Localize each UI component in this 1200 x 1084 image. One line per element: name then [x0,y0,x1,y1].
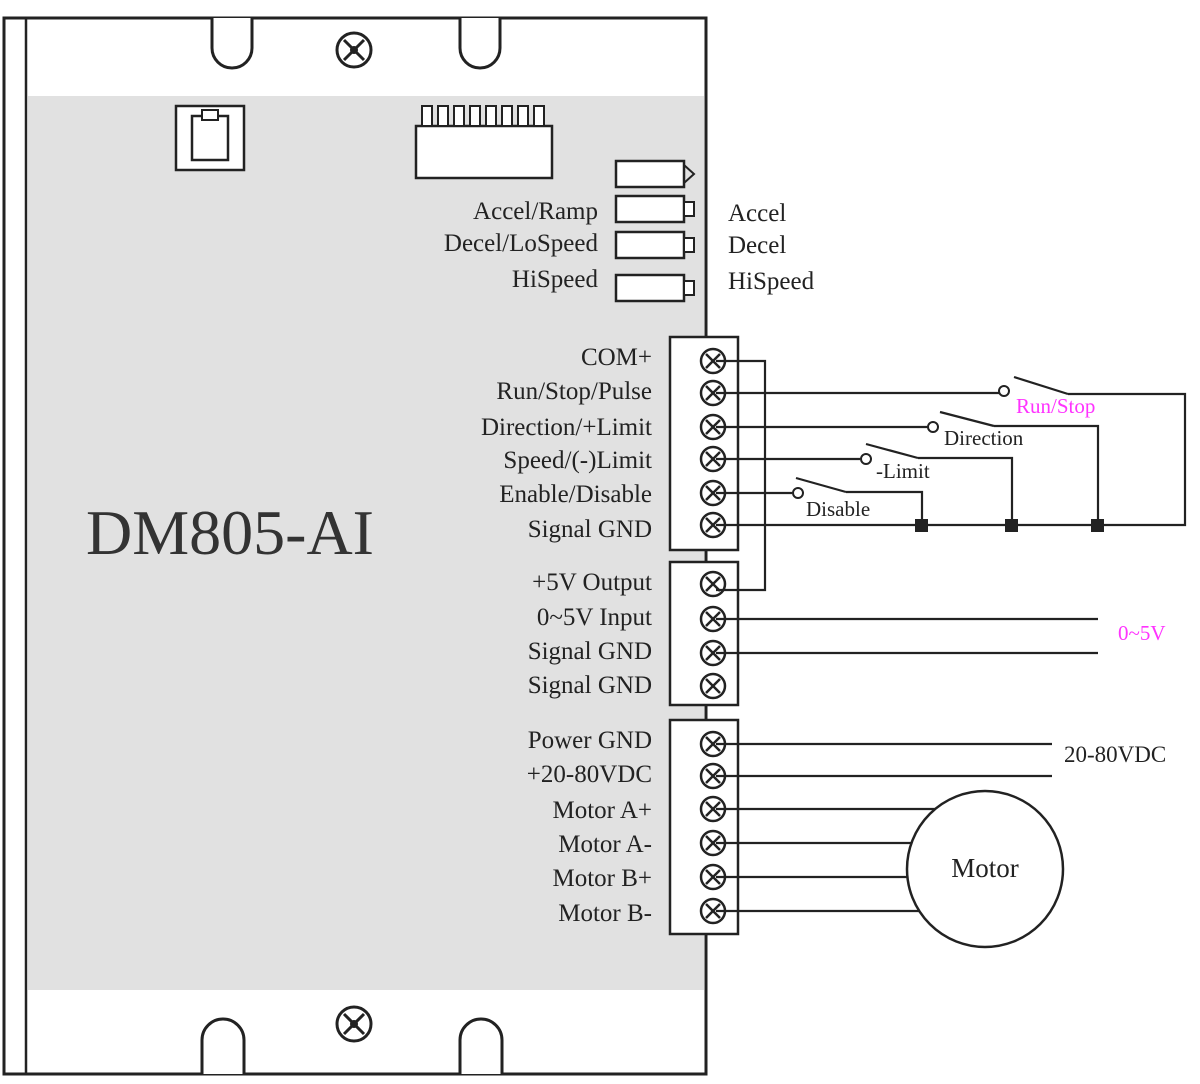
terminal-label: Signal GND [528,638,652,665]
mount-slot-bottom-left [200,1017,246,1074]
pot-label-left: Decel/LoSpeed [444,230,599,257]
terminal-screw-icon[interactable] [699,413,727,441]
pot-label-right: Decel [728,232,786,259]
terminal-screw-icon[interactable] [699,829,727,857]
potentiometer[interactable] [614,230,695,260]
terminal-label: Motor B- [558,900,652,927]
terminal-label: Speed/(-)Limit [503,447,652,474]
terminal-label: Run/Stop/Pulse [496,378,652,405]
driver-housing [2,16,708,1076]
dip-switch-pin [501,105,513,127]
potentiometer[interactable] [614,159,696,189]
dip-switch-pin [517,105,529,127]
mount-slot-bottom-right [458,1017,504,1074]
direction-switch-label: Direction [944,426,1024,450]
dip-switch-pin [533,105,545,127]
terminal-label: Motor A- [558,831,652,858]
run-stop-switch-label: Run/Stop [1016,394,1095,418]
dip-switch-pin [437,105,449,127]
dip-switch-pin [453,105,465,127]
motor-label: Motor [951,853,1019,883]
screw-icon [335,1005,373,1043]
pot-label-left: Accel/Ramp [473,198,598,225]
terminal-label: +5V Output [532,569,652,596]
external-wiring [716,359,1187,913]
terminal-screw-icon[interactable] [699,570,727,598]
supply-voltage-label: 20-80VDC [1064,742,1166,767]
potentiometer[interactable] [614,273,695,303]
terminal-label: Power GND [528,727,652,754]
pot-label-right: Accel [728,200,786,227]
motor: Motor [905,789,1065,949]
dip-switch-pin [421,105,433,127]
terminal-screw-icon[interactable] [699,639,727,667]
junction-dots [915,519,1104,532]
terminal-label: Motor B+ [552,865,652,892]
terminal-label: Enable/Disable [499,481,652,508]
terminal-block-power [668,718,740,936]
model-title: DM805-AI [86,497,374,568]
analog-input-label: 0~5V [1118,621,1166,645]
terminal-label: Direction/+Limit [481,414,652,441]
disable-switch-label: Disable [806,497,870,521]
driver-panel [28,96,704,990]
pot-label-right: HiSpeed [728,268,815,295]
terminal-screw-icon[interactable] [699,605,727,633]
terminal-label: COM+ [581,344,652,371]
terminal-screw-icon[interactable] [699,762,727,790]
limit-switch-label: -Limit [876,459,930,483]
terminal-label: Motor A+ [552,797,652,824]
potentiometer[interactable] [614,194,695,224]
screw-icon [335,31,373,69]
mount-slot-top-right [458,18,502,70]
power-switch-component [174,104,246,172]
motor-icon [905,789,1065,949]
dip-switch-block [414,105,554,180]
terminal-screw-icon[interactable] [699,672,727,700]
terminal-label: +20-80VDC [527,761,652,788]
pot-label-left: HiSpeed [512,266,599,293]
dip-switch-pin [485,105,497,127]
terminal-label: 0~5V Input [537,604,652,631]
terminal-label: Signal GND [528,672,652,699]
switch-contacts [792,385,1010,499]
terminal-label: Signal GND [528,516,652,543]
mount-slot-top-left [210,18,254,70]
dip-switch-pin [469,105,481,127]
terminal-block-control [668,335,740,552]
